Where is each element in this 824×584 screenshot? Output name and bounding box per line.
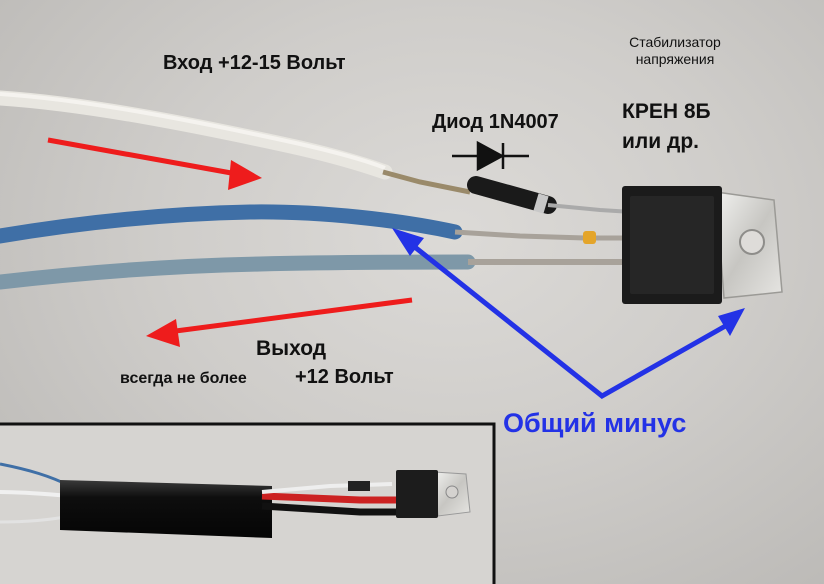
- diode-label: Диод 1N4007: [432, 111, 559, 133]
- input-label: Вход +12-15 Вольт: [163, 52, 346, 74]
- regulator-label-line2: или др.: [622, 130, 699, 153]
- input-wire-white: [0, 90, 393, 180]
- diode-body: [467, 176, 557, 214]
- regulator-label-line1: КРЕН 8Б: [622, 100, 711, 123]
- output-note-voltage: +12 Вольт: [295, 366, 394, 388]
- input-arrow: [47, 137, 249, 179]
- output-note: всегда не более: [120, 370, 247, 387]
- common-minus-arrows: [404, 238, 738, 400]
- output-arrow: [167, 297, 413, 335]
- diode-symbol-icon: [452, 140, 529, 172]
- output-wire-lightblue: [0, 254, 476, 290]
- common-wire-blue: [0, 204, 463, 244]
- stabilizer-label-line1: Стабилизатор: [629, 34, 721, 50]
- output-label: Выход: [256, 337, 327, 360]
- inset-photo: [0, 422, 496, 584]
- common-minus-label: Общий минус: [503, 408, 687, 438]
- stabilizer-label-line2: напряжения: [635, 51, 715, 67]
- regulator-package: [622, 186, 783, 304]
- solder-joint: [583, 231, 596, 244]
